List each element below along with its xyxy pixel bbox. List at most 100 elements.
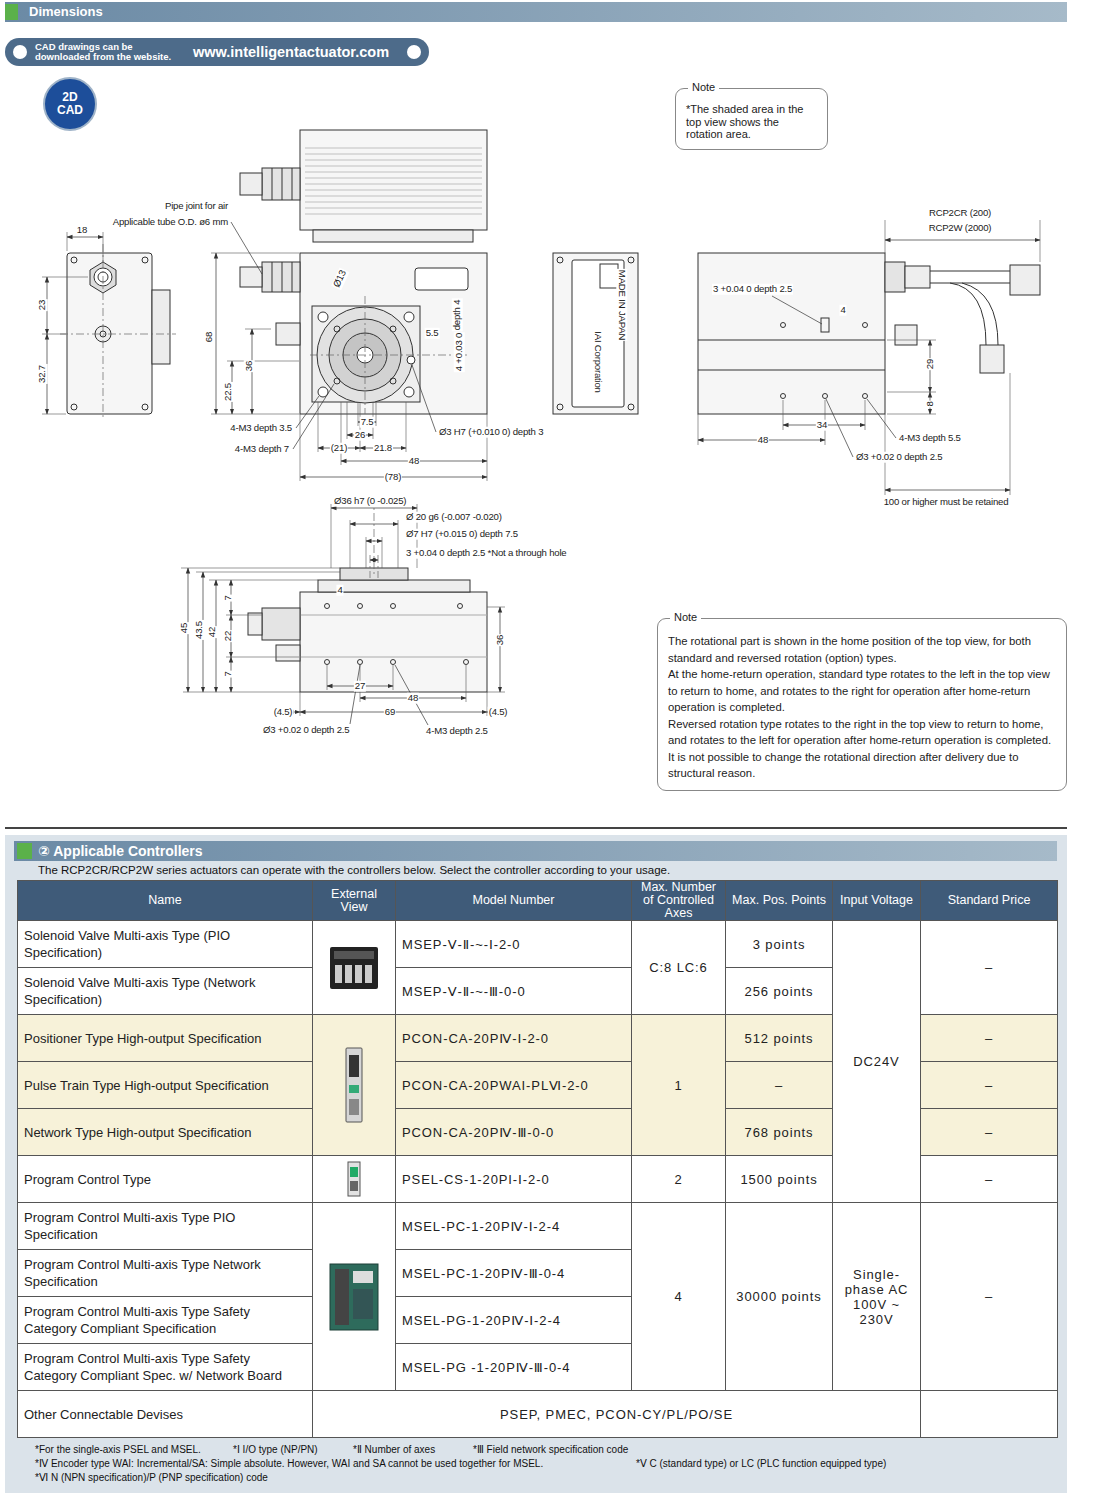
dimension-label: 69 xyxy=(384,707,396,718)
cell-text: Program Control Type xyxy=(24,1171,306,1189)
dimension-label: 7 xyxy=(223,594,234,601)
cell-text: 768 points xyxy=(732,1125,826,1140)
table-cell: Program Control Multi-axis Type PIO Spec… xyxy=(18,1203,313,1250)
table-cell: Network Type High-output Specification xyxy=(18,1109,313,1156)
cell-text: Name xyxy=(21,894,309,907)
dimension-label: 8 xyxy=(925,400,936,407)
dimension-label: 100 or higher must be retained xyxy=(883,497,1010,508)
table-cell: PCON-CA-20PWAI-PLⅥ-2-0 xyxy=(396,1062,632,1109)
dimension-label: 4-M3 depth 7 xyxy=(234,444,290,455)
table-cell: PCON-CA-20PⅣ-Ⅰ-2-0 xyxy=(396,1015,632,1062)
table-cell: MSEL-PC-1-20PⅣ-Ⅰ-2-4 xyxy=(396,1203,632,1250)
header-row: NameExternal ViewModel NumberMax. Number… xyxy=(18,881,1058,921)
dimension-label: 48 xyxy=(408,456,420,467)
cell-text: Network Type High-output Specification xyxy=(24,1124,306,1142)
table-cell: 4 xyxy=(632,1203,726,1391)
cell-text: Model Number xyxy=(399,894,628,907)
header-cell: Max. Pos. Points xyxy=(726,881,833,921)
note-heading: Note xyxy=(688,81,719,93)
table-cell xyxy=(313,1156,396,1203)
dimension-label: 4 xyxy=(839,305,846,316)
dimension-label: 4-M3 depth 2.5 xyxy=(425,726,489,737)
dimension-label: 29 xyxy=(925,358,936,370)
table-cell: Program Control Multi-axis Type Safety C… xyxy=(18,1344,313,1391)
dimension-label: 22 xyxy=(223,630,234,642)
table-cell: Program Control Type xyxy=(18,1156,313,1203)
cell-text: Other Connectable Devises xyxy=(24,1406,306,1424)
cell-text: – xyxy=(927,960,1051,975)
header-cell: Input Voltage xyxy=(833,881,921,921)
header-cell: Standard Price xyxy=(921,881,1058,921)
dimension-label: IAI Corporation xyxy=(593,330,604,394)
cell-text: Program Control Multi-axis Type Network … xyxy=(24,1256,306,1291)
table-cell: C:8 LC:6 xyxy=(632,921,726,1015)
table-cell: 2 xyxy=(632,1156,726,1203)
table-cell: MSEP-Ⅴ-Ⅱ-~-Ⅰ-2-0 xyxy=(396,921,632,968)
dimension-label: MADE IN JAPAN xyxy=(617,269,628,341)
banner-text: CAD drawings can be downloaded from the … xyxy=(35,42,187,62)
dimension-label: 4 +0.03 0 xyxy=(454,332,465,372)
cell-text: External View xyxy=(316,888,392,914)
controller-picture xyxy=(327,1261,381,1333)
dimension-label: Ø 20 g6 (-0.007 -0.020) xyxy=(405,512,503,523)
dimension-label: Applicable tube O.D. ø6 mm xyxy=(112,217,229,228)
table-cell xyxy=(313,1203,396,1391)
dimension-label: 26 xyxy=(354,430,366,441)
table-cell: 512 points xyxy=(726,1015,833,1062)
dimension-label: 43.5 xyxy=(194,620,205,640)
dimension-label: 68 xyxy=(204,331,215,343)
cad-banner: CAD drawings can be downloaded from the … xyxy=(5,38,429,66)
dimension-label: 48 xyxy=(757,435,769,446)
cell-text: MSEP-Ⅴ-Ⅱ-~-Ⅰ-2-0 xyxy=(402,937,625,952)
note-text: *The shaded area in the top view shows t… xyxy=(686,103,817,141)
footnote: *For the single-axis PSEL and MSEL. xyxy=(35,1444,201,1455)
table-cell: MSEL-PG-1-20PⅣ-Ⅰ-2-4 xyxy=(396,1297,632,1344)
website-url: www.intelligentactuator.com xyxy=(193,44,389,60)
table-cell: Pulse Train Type High-output Specificati… xyxy=(18,1062,313,1109)
cell-text: – xyxy=(927,1031,1051,1046)
table-row: Program Control Multi-axis Type Safety C… xyxy=(18,1297,1058,1344)
dimension-label: 18 xyxy=(76,225,88,236)
dimension-label: Ø3 +0.02 0 depth 2.5 xyxy=(262,725,350,736)
cell-text: 2 xyxy=(638,1172,719,1187)
dimension-label: Ø36 h7 (0 -0.025) xyxy=(333,496,407,507)
table-cell: 30000 points xyxy=(726,1203,833,1391)
table-cell: PCON-CA-20PⅣ-Ⅲ-0-0 xyxy=(396,1109,632,1156)
table-cell: – xyxy=(921,1062,1058,1109)
cell-text: Standard Price xyxy=(924,894,1054,907)
table-cell: Program Control Multi-axis Type Network … xyxy=(18,1250,313,1297)
table-cell: MSEL-PG -1-20PⅣ-Ⅲ-0-4 xyxy=(396,1344,632,1391)
table-column xyxy=(726,881,833,1438)
note-text: Reversed rotation type rotates to the ri… xyxy=(668,716,1056,749)
cell-text: Positioner Type High-output Specificatio… xyxy=(24,1030,306,1048)
dimension-label: 7.5 xyxy=(360,417,375,428)
table-cell: Program Control Multi-axis Type Safety C… xyxy=(18,1297,313,1344)
note-box: NoteThe rotational part is shown in the … xyxy=(657,618,1067,791)
cell-text: Program Control Multi-axis Type PIO Spec… xyxy=(24,1209,306,1244)
dimension-label: (4.5) xyxy=(273,707,294,718)
cell-text: Pulse Train Type High-output Specificati… xyxy=(24,1077,306,1095)
controller-picture xyxy=(341,1045,367,1125)
table-cell: – xyxy=(921,1109,1058,1156)
dimension-label: 7 xyxy=(223,670,234,677)
dimension-label: (4.5) xyxy=(488,707,509,718)
table-cell: – xyxy=(921,1015,1058,1062)
dimension-label: 48 xyxy=(407,693,419,704)
dimension-label: (78) xyxy=(384,472,402,483)
table-row: Other Connectable DevisesPSEP, PMEC, PCO… xyxy=(18,1391,1058,1438)
table-cell: Other Connectable Devises xyxy=(18,1391,313,1438)
cell-text: MSEL-PC-1-20PⅣ-Ⅰ-2-4 xyxy=(402,1219,625,1234)
cad-badge: 2D CAD xyxy=(43,77,97,131)
note-box: Note*The shaded area in the top view sho… xyxy=(675,88,828,150)
badge-text: 2D CAD xyxy=(54,91,86,116)
table-cell: PSEL-CS-1-20PI-Ⅰ-2-0 xyxy=(396,1156,632,1203)
cell-text: – xyxy=(927,1125,1051,1140)
page-title: Dimensions xyxy=(29,4,103,19)
cell-text: 1 xyxy=(638,1078,719,1093)
header-cell: External View xyxy=(313,881,396,921)
cell-text: – xyxy=(732,1078,826,1093)
table-cell: – xyxy=(921,1203,1058,1391)
dimension-label: 3 +0.04 0 depth 2.5 *Not a through hole xyxy=(405,548,568,559)
cell-text: PCON-CA-20PWAI-PLⅥ-2-0 xyxy=(402,1078,625,1093)
